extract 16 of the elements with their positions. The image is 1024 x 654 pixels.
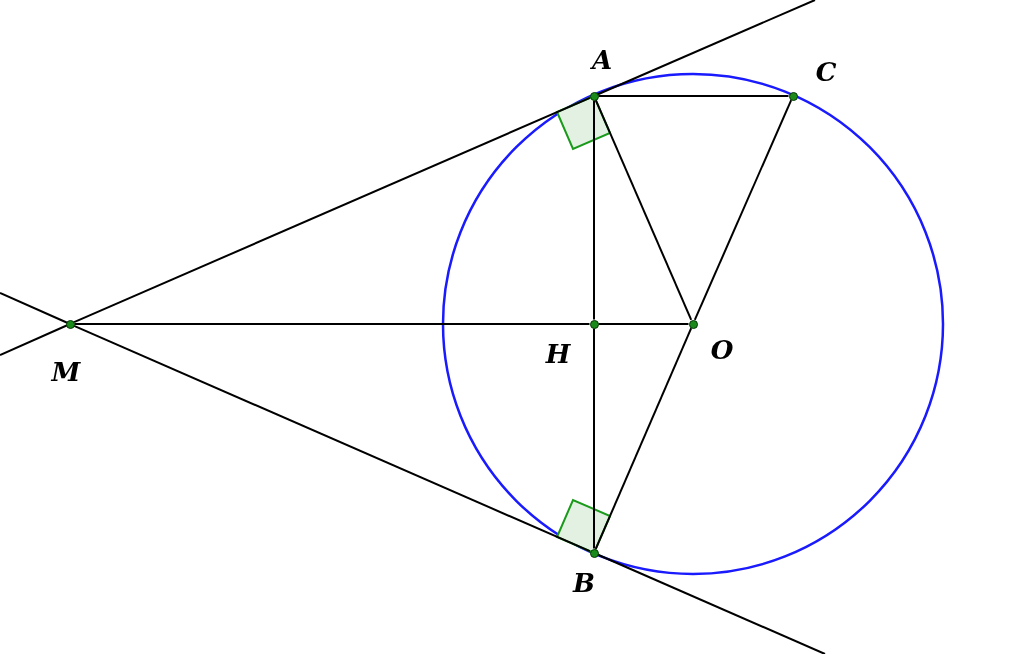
point-label: C <box>815 59 837 85</box>
line-segment <box>73 323 591 325</box>
point-label: B <box>573 570 595 596</box>
line-segment <box>594 99 693 321</box>
line-segment <box>73 324 591 553</box>
point-label: A <box>591 47 613 73</box>
line-segment <box>597 323 690 325</box>
line-segment <box>594 327 693 550</box>
line-segment <box>73 96 591 324</box>
point-label: M <box>51 359 81 385</box>
line-segment <box>593 99 595 321</box>
point-label: O <box>710 337 734 363</box>
line-segment <box>597 95 790 97</box>
line-segment <box>593 327 595 550</box>
line-segment <box>693 99 793 321</box>
point-label: H <box>545 341 571 367</box>
